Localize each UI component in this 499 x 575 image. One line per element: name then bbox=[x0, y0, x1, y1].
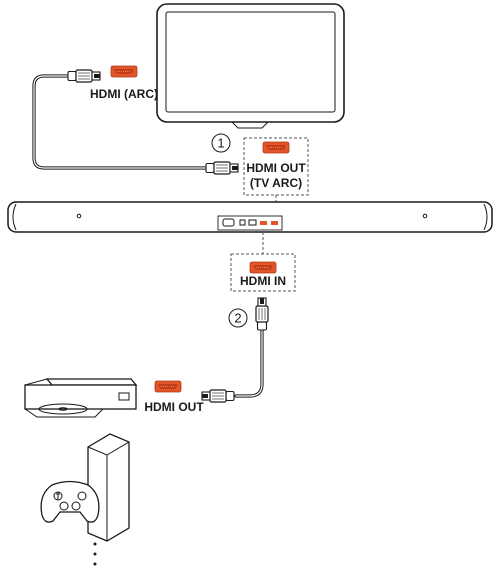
cable-tv-to-soundbar bbox=[32, 69, 239, 175]
svg-text:1: 1 bbox=[217, 136, 224, 151]
more-devices-dots bbox=[93, 542, 97, 566]
hdmi-in-callout: HDMI IN bbox=[230, 232, 296, 292]
hdmi-port-icon bbox=[110, 65, 138, 78]
hdmi-plug-icon bbox=[67, 69, 101, 83]
hdmi-port-icon bbox=[262, 141, 290, 154]
soundbar-icon bbox=[7, 201, 493, 233]
hdmi-port-icon bbox=[249, 261, 277, 274]
step-1-marker: 1 bbox=[211, 133, 231, 153]
hdmi-plug-icon bbox=[205, 161, 239, 175]
bluray-player-icon bbox=[24, 378, 138, 418]
game-controller-icon bbox=[40, 480, 100, 523]
hdmi-out-label: HDMI OUT bbox=[246, 161, 306, 175]
hdmi-port-icon bbox=[154, 380, 182, 393]
cable-soundbar-to-player bbox=[201, 297, 269, 403]
hdmi-in-label: HDMI IN bbox=[240, 274, 286, 288]
game-console-icon bbox=[87, 433, 130, 542]
step-2-marker: 2 bbox=[228, 308, 248, 328]
svg-text:2: 2 bbox=[234, 311, 241, 326]
hdmi-plug-icon bbox=[201, 389, 235, 403]
tv-icon bbox=[156, 3, 345, 129]
hdmi-arc-label: HDMI (ARC) bbox=[90, 87, 158, 101]
tv-arc-label: (TV ARC) bbox=[250, 176, 302, 190]
tv-hdmi-arc-port bbox=[110, 65, 138, 78]
hdmi-out-player-label: HDMI OUT bbox=[144, 400, 204, 414]
hdmi-plug-icon bbox=[255, 297, 269, 331]
